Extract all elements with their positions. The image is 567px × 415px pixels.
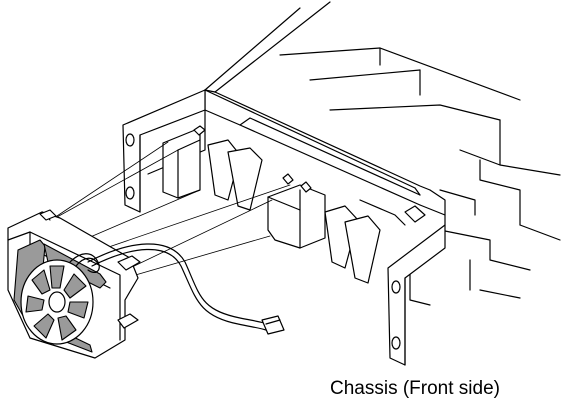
fan-cable	[87, 243, 269, 331]
fan-connector	[261, 315, 285, 335]
chassis	[204, 1, 561, 306]
fan-unit	[7, 209, 141, 359]
left-fan-slot	[162, 125, 263, 211]
center-fan-slot	[267, 173, 426, 284]
diagram-caption: Chassis (Front side)	[330, 378, 500, 399]
right-mounting-ear	[387, 224, 446, 366]
